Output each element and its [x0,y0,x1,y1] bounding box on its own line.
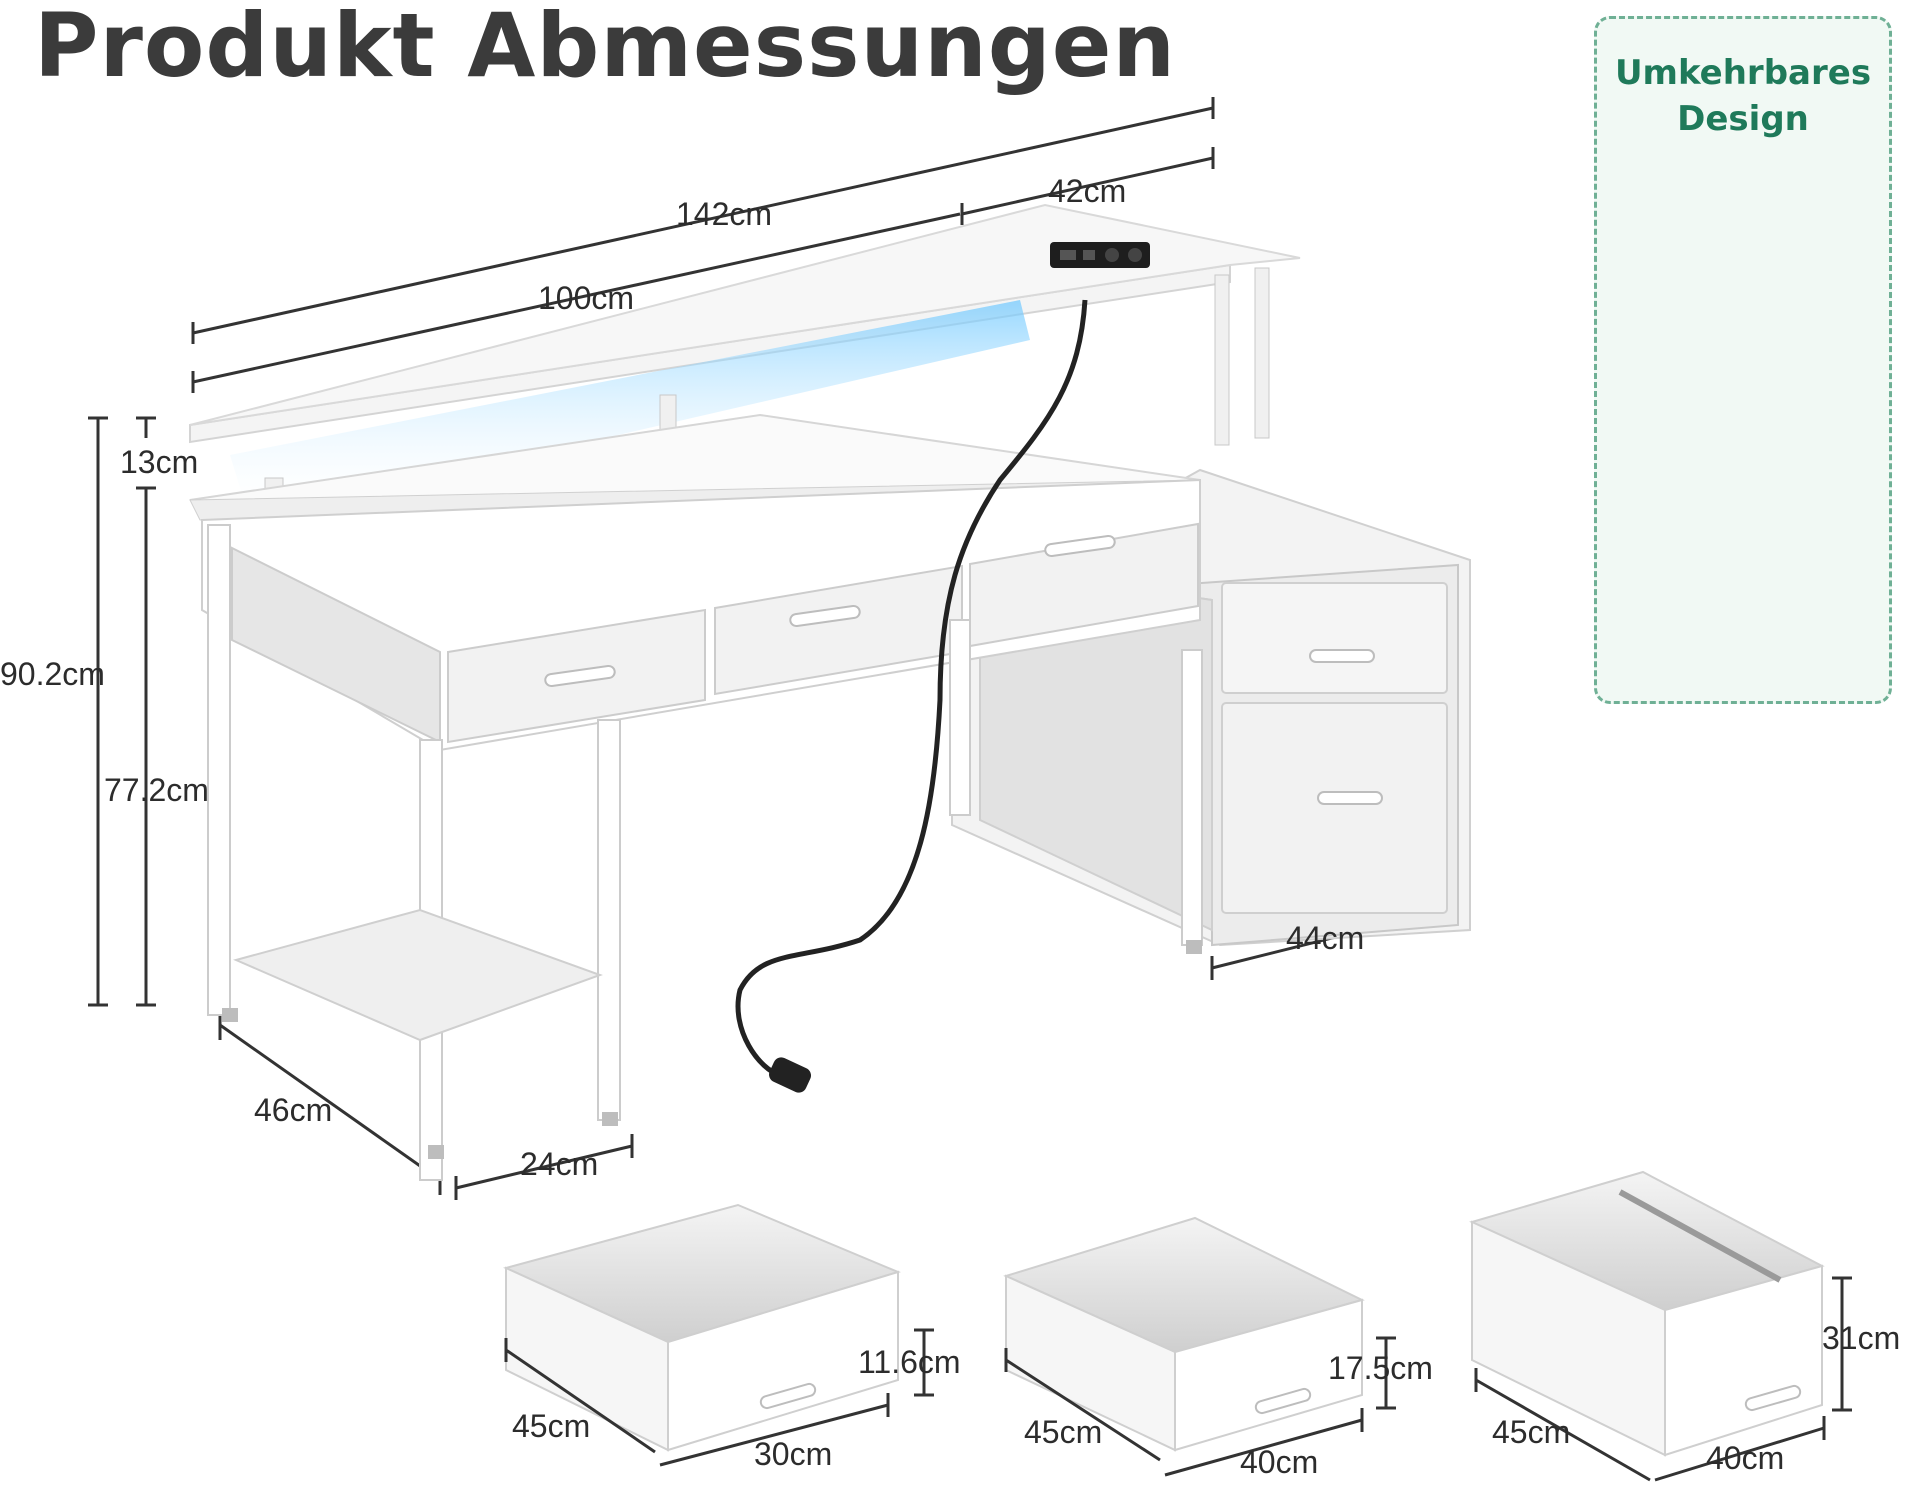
drawer-dimension-lines [504,1276,1852,1482]
dim-total-width: 142cm [676,196,773,232]
dim-depth: 46cm [254,1092,333,1128]
desk-illustration [189,203,1471,1181]
drawer-small-depth: 45cm [512,1408,591,1444]
drawer-medium-height: 17.5cm [1328,1350,1433,1386]
drawer-file [1469,1170,1825,1457]
drawer-small-width: 30cm [754,1436,833,1472]
dim-desk-width: 100cm [538,280,635,316]
drawer-medium [1003,1216,1365,1452]
drawer-file-height: 31cm [1822,1320,1901,1356]
reversible-design-title: Umkehrbares Design [1614,53,1872,139]
dim-total-height: 90.2cm [0,656,105,692]
dim-cabinet-depth: 44cm [1286,920,1365,956]
drawer-file-width: 40cm [1706,1440,1785,1476]
drawer-small-height: 11.6cm [858,1344,961,1380]
dim-desk-height: 77.2cm [104,772,209,808]
drawer-medium-width: 40cm [1240,1444,1319,1480]
page-title: Produkt Abmessungen [34,0,1177,97]
dim-cabinet-width: 42cm [1048,173,1127,209]
drawer-small [503,1203,901,1452]
reversible-design-panel [1594,16,1892,704]
drawer-medium-depth: 45cm [1024,1414,1103,1450]
dim-shelf-height: 13cm [120,444,199,480]
dim-bottom-shelf-depth: 24cm [520,1146,599,1182]
drawer-file-depth: 45cm [1492,1414,1571,1450]
